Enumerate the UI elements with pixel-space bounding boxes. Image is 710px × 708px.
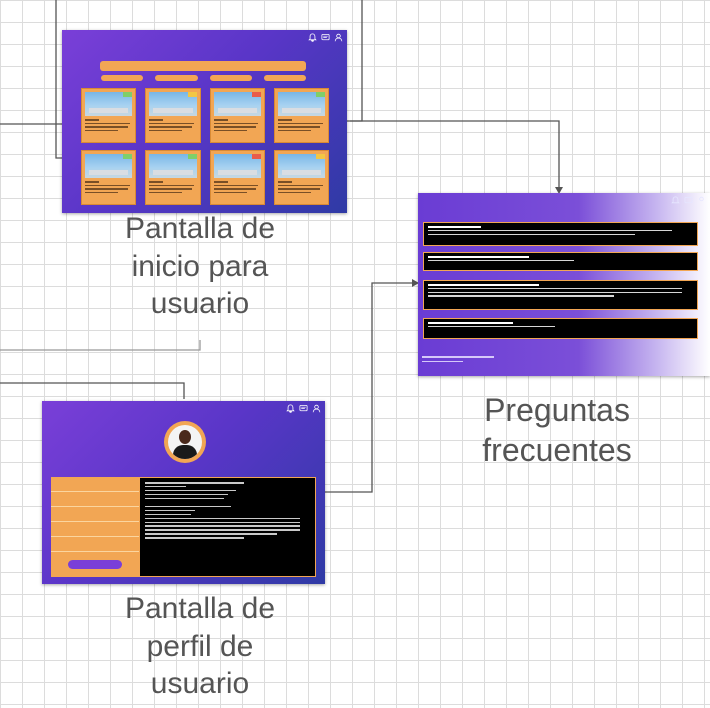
caption-line: inicio para xyxy=(131,249,269,283)
caption-line: perfil de xyxy=(146,629,254,663)
faq-item xyxy=(423,222,698,246)
avatar xyxy=(164,421,206,463)
faq-navbar xyxy=(418,193,710,207)
message-icon xyxy=(684,196,693,203)
listing-text xyxy=(277,181,325,195)
caption-home: Pantalla de inicio para usuario xyxy=(80,210,320,323)
filter-pill xyxy=(209,75,252,81)
filter-pill xyxy=(155,75,198,81)
listing-card xyxy=(81,88,137,143)
bell-icon xyxy=(286,403,295,413)
listing-card xyxy=(145,88,201,143)
message-icon xyxy=(299,404,308,411)
connector-home-to-faq xyxy=(350,120,560,188)
filter-pill xyxy=(263,75,306,81)
profile-details xyxy=(139,477,316,577)
listing-text xyxy=(85,181,132,195)
profile-screen-mockup xyxy=(42,401,325,584)
faq-screen-mockup xyxy=(418,193,710,376)
status-badge xyxy=(251,154,261,159)
message-icon xyxy=(321,33,330,40)
filter-row xyxy=(101,75,306,81)
profile-menu xyxy=(51,477,139,577)
caption-line: Pantalla de xyxy=(124,212,276,245)
status-badge xyxy=(123,154,133,159)
avatar-photo xyxy=(168,425,202,459)
connector-top-mid xyxy=(347,0,363,122)
profile-menu-item xyxy=(51,492,139,507)
listing-card xyxy=(209,88,265,143)
faq-item xyxy=(423,318,698,339)
caption-faq: Preguntas frecuentes xyxy=(427,390,687,470)
listing-text xyxy=(277,119,325,133)
contact-info xyxy=(422,356,512,365)
status-badge xyxy=(123,92,133,97)
listing-card xyxy=(81,150,137,205)
listing-card xyxy=(145,150,201,205)
home-navbar xyxy=(62,30,347,44)
listing-text xyxy=(149,119,196,133)
listing-text xyxy=(213,119,261,133)
bell-icon xyxy=(308,32,317,42)
card-grid xyxy=(81,88,329,205)
status-badge xyxy=(251,92,261,97)
faq-item xyxy=(423,252,698,271)
profile-menu-item xyxy=(51,477,139,492)
listing-image xyxy=(149,154,197,178)
caption-profile: Pantalla de perfil de usuario xyxy=(80,590,320,703)
caption-line: frecuentes xyxy=(482,432,632,468)
caption-line: usuario xyxy=(150,667,250,700)
filter-pill xyxy=(101,75,144,81)
caption-line: usuario xyxy=(150,287,250,320)
status-badge xyxy=(187,154,197,159)
caption-line: Pantalla de xyxy=(124,592,276,625)
listing-card xyxy=(273,88,329,143)
status-badge xyxy=(316,92,325,97)
user-icon xyxy=(312,404,321,412)
connector-profile-to-faq xyxy=(324,282,414,493)
listing-card xyxy=(209,150,265,205)
listing-text xyxy=(85,119,132,133)
faq-item xyxy=(423,280,698,310)
connector-left-to-profile xyxy=(0,382,185,399)
listing-text xyxy=(149,181,196,195)
listing-card xyxy=(273,150,329,205)
bell-icon xyxy=(671,195,680,203)
profile-action-button xyxy=(68,560,122,569)
status-badge xyxy=(187,92,197,97)
profile-navbar xyxy=(42,401,325,415)
user-icon xyxy=(334,33,343,41)
listing-text xyxy=(213,181,261,195)
user-icon xyxy=(699,196,704,201)
profile-menu-item xyxy=(51,522,139,537)
connector-below-caption xyxy=(0,340,201,351)
status-badge xyxy=(316,154,325,159)
profile-menu-item xyxy=(51,507,139,522)
home-screen-mockup xyxy=(62,30,347,213)
profile-menu-item xyxy=(51,537,139,552)
caption-line: Preguntas xyxy=(484,392,630,428)
search-bar xyxy=(100,61,306,71)
